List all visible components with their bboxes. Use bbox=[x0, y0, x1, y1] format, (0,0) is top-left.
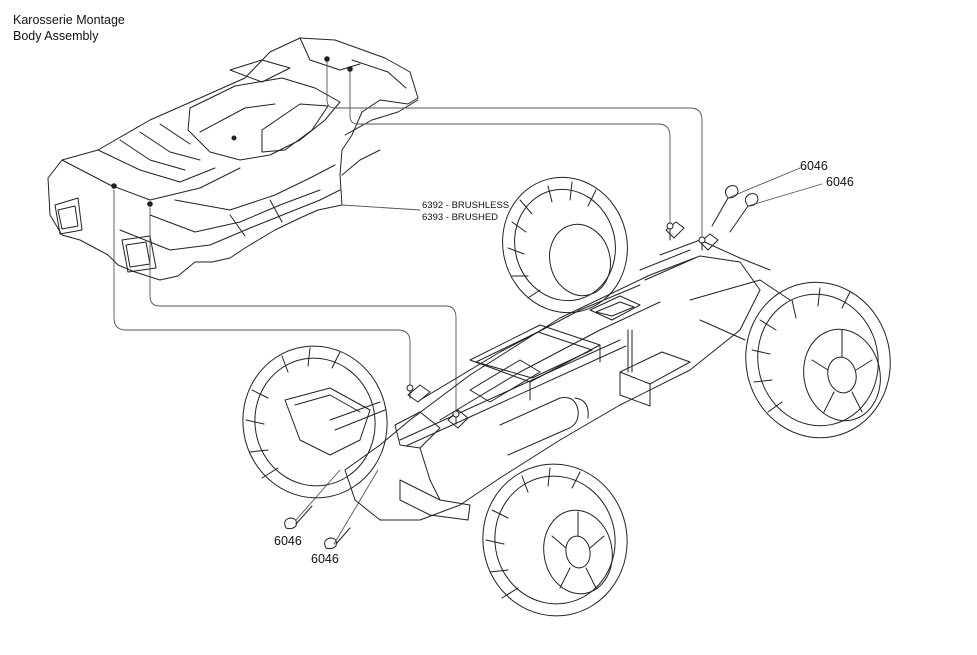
clip-part-label-right-bottom: 6046 bbox=[826, 175, 854, 189]
clip-part-label-right-top: 6046 bbox=[800, 159, 828, 173]
body-clip-right-bottom bbox=[729, 193, 759, 233]
wheel-rear-right bbox=[745, 281, 891, 439]
body-part-label-brushless: 6392 - BRUSHLESS bbox=[422, 200, 510, 211]
chassis-frame bbox=[284, 221, 791, 521]
title-english: Body Assembly bbox=[13, 29, 99, 43]
clip-part-label-left-bottom: 6046 bbox=[311, 552, 339, 566]
clip-part-label-left-top: 6046 bbox=[274, 534, 302, 548]
body-part-label-brushed: 6393 - BRUSHED bbox=[422, 212, 499, 223]
title-german: Karosserie Montage bbox=[13, 13, 125, 27]
body-clip-left-bottom bbox=[324, 527, 351, 550]
wheel-front-left bbox=[242, 345, 388, 499]
diagram-title: Karosserie Montage Body Assembly bbox=[13, 12, 125, 44]
assembly-guide-lines bbox=[113, 61, 823, 545]
wheel-rear-left bbox=[502, 176, 628, 314]
body-shell bbox=[47, 37, 419, 281]
body-clip-right-top bbox=[711, 185, 739, 227]
wheel-front-right bbox=[482, 463, 628, 617]
body-clip-left-top bbox=[284, 505, 313, 530]
